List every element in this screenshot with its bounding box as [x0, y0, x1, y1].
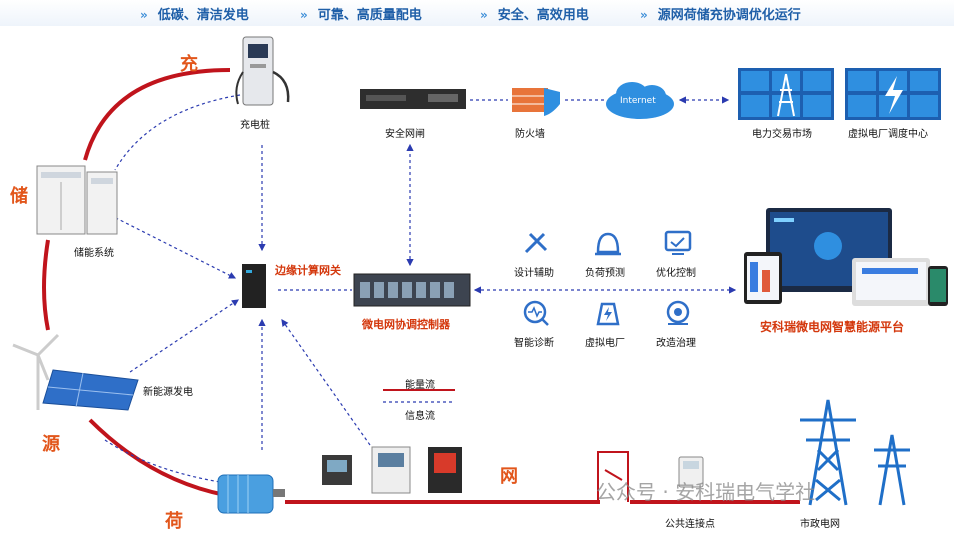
design-assist-icon: [524, 232, 548, 254]
char-source: 源: [42, 434, 60, 455]
firewall-icon: [512, 88, 560, 116]
vpp-center-icon: [845, 68, 941, 120]
pcc-label: 公共连接点: [665, 519, 715, 530]
watermark: 公众号 · 安科瑞电气学社: [596, 480, 816, 504]
load-forecast-icon: [595, 232, 621, 256]
slogan-1: »低碳、清洁发电: [140, 8, 249, 23]
internet-label: Internet: [620, 96, 656, 106]
storage-icon: [36, 165, 118, 235]
power-market-label: 电力交易市场: [752, 129, 812, 140]
info-renewable-motor: [104, 439, 221, 483]
platform-screens-icon: [744, 208, 948, 306]
function-label-design: 设计辅助: [514, 268, 554, 279]
slogan-2: »可靠、高质量配电: [300, 8, 422, 23]
pcc-meter-icon: [678, 456, 704, 488]
slogan-bar: »低碳、清洁发电 »可靠、高质量配电 »安全、高效用电 »源网荷储充协调优化运行: [0, 0, 954, 26]
internet-cloud-icon: [606, 82, 674, 119]
function-label-optimize: 优化控制: [656, 268, 696, 279]
virtual-power-plant-icon: [596, 302, 620, 326]
slogan-3: »安全、高效用电: [480, 8, 589, 23]
smart-diagnosis-icon: [523, 300, 549, 326]
info-devices-gateway: [281, 319, 371, 446]
power-market-icon: [738, 68, 834, 120]
controller-icon: [353, 273, 471, 307]
function-label-vpp: 虚拟电厂: [585, 338, 625, 349]
grid-towers-icon: [800, 399, 910, 506]
legend-energy-label: 能量流: [405, 380, 435, 391]
energy-flow-arc: [42, 68, 231, 497]
retrofit-icon: [666, 300, 690, 325]
charger-icon: [235, 36, 290, 106]
slogan-4: »源网荷储充协调优化运行: [640, 8, 801, 23]
firewall-label: 防火墙: [515, 129, 545, 140]
pcc-switch: [597, 451, 629, 502]
function-label-retrofit: 改造治理: [656, 338, 696, 349]
info-renewable-gateway: [129, 299, 239, 373]
function-label-forecast: 负荷预测: [585, 268, 625, 279]
char-charge: 充: [180, 54, 198, 75]
char-store: 储: [10, 186, 28, 207]
function-label-diagnosis: 智能诊断: [514, 338, 554, 349]
pcc-switch-blade: [604, 469, 623, 481]
info-storage-gateway: [109, 214, 237, 279]
motor-icon: [217, 474, 285, 514]
renewable-label: 新能源发电: [143, 387, 193, 398]
char-load: 荷: [165, 511, 183, 532]
char-grid: 网: [500, 466, 518, 487]
optimize-control-icon: [664, 230, 692, 255]
edge-gateway-icon: [242, 264, 266, 308]
security-gateway-icon: [360, 89, 466, 109]
charger-label: 充电桩: [240, 120, 270, 131]
security-gateway-label: 安全网闸: [385, 129, 425, 140]
renewable-icon: [12, 333, 139, 411]
info-charger-storage: [114, 94, 241, 171]
storage-label: 储能系统: [74, 248, 114, 259]
edge-gateway-label: 边缘计算网关: [275, 264, 341, 277]
legend-info-label: 信息流: [405, 411, 435, 422]
vpp-center-label: 虚拟电厂调度中心: [848, 129, 928, 140]
controller-label: 微电网协调控制器: [362, 318, 450, 331]
municipal-grid-label: 市政电网: [800, 519, 840, 530]
platform-label: 安科瑞微电网智慧能源平台: [760, 320, 905, 334]
meter-devices-icon: [322, 446, 462, 494]
